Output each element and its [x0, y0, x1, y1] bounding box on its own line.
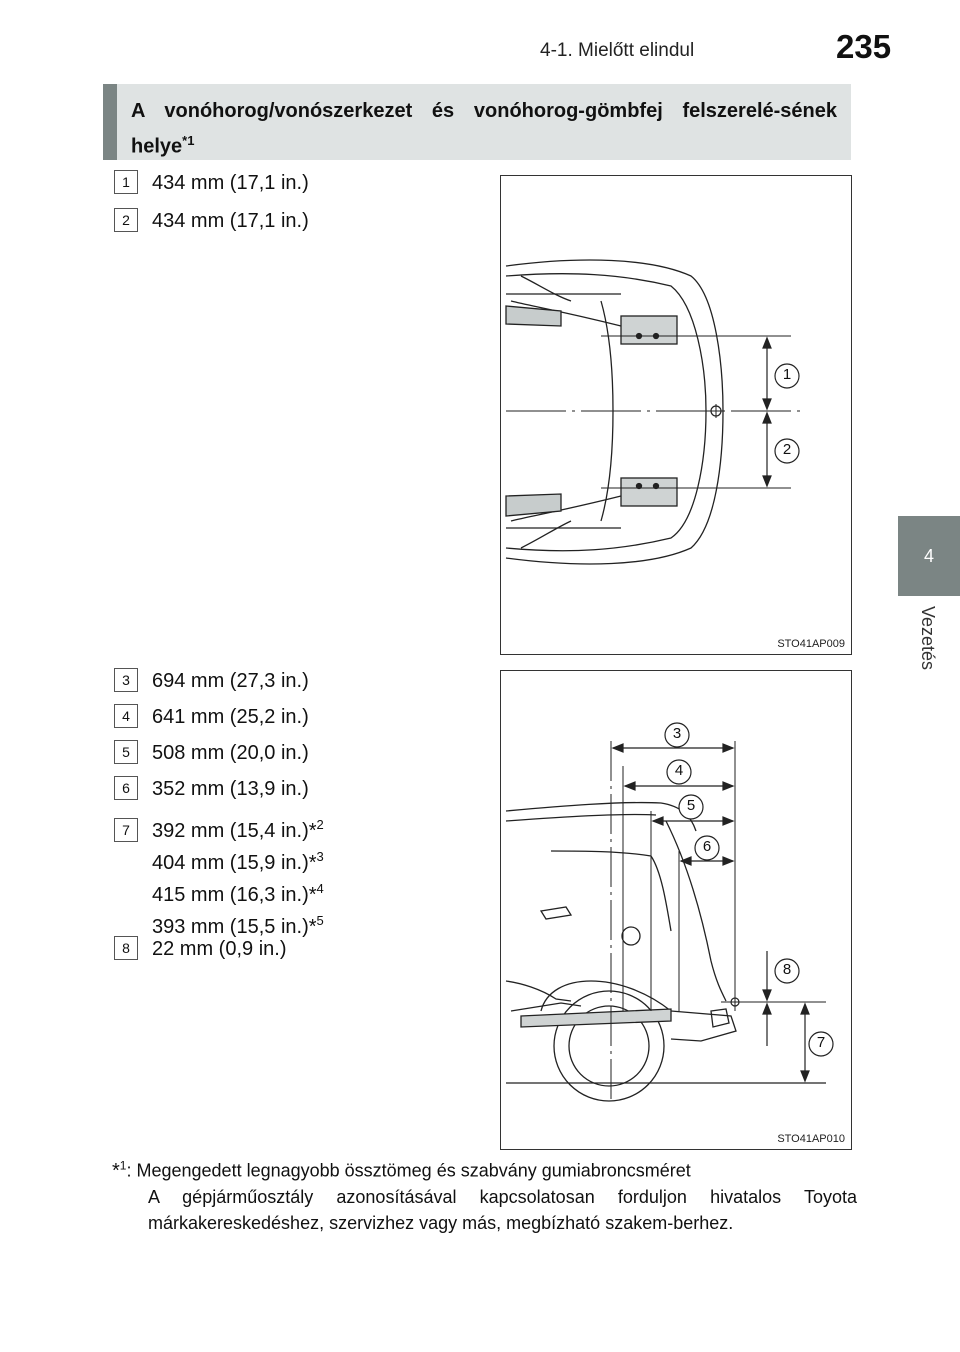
spec-number: 7 — [114, 818, 138, 842]
footnote: *1: Megengedett legnagyobb össztömeg és … — [112, 1152, 857, 1236]
section-title: A vonóhorog/vonószerkezet és vonóhorog-g… — [131, 96, 837, 162]
header-section-title: 4-1. Mielőtt elindul — [540, 40, 695, 61]
spec-value: 404 mm (15,9 in.) — [152, 852, 309, 874]
spec-value: 508 mm (20,0 in.) — [152, 742, 309, 764]
spec-value: 434 mm (17,1 in.) — [152, 210, 309, 232]
footnote-body: A gépjárműosztály azonosításával kapcsol… — [148, 1186, 857, 1233]
section-title-box: A vonóhorog/vonószerkezet és vonóhorog-g… — [103, 84, 851, 160]
spec-footnote-ref: 5 — [316, 913, 324, 928]
callout-label: 5 — [686, 797, 696, 814]
spec-number: 3 — [114, 668, 138, 692]
spec-item: 1 434 mm (17,1 in.) — [114, 170, 309, 196]
spec-value: 641 mm (25,2 in.) — [152, 706, 309, 728]
spec-item: 5 508 mm (20,0 in.) — [114, 740, 309, 766]
asterisk-icon: * — [308, 852, 317, 874]
chapter-tab: 4 — [898, 516, 960, 596]
callout-label: 3 — [672, 725, 682, 742]
spec-item: 4 641 mm (25,2 in.) — [114, 704, 309, 730]
asterisk-icon: * — [308, 916, 317, 938]
spec-footnote-ref: 4 — [316, 881, 324, 896]
spec-number: 6 — [114, 776, 138, 800]
spec-number: 8 — [114, 936, 138, 960]
figure-code: STO41AP009 — [777, 638, 845, 650]
spec-footnote-ref: 3 — [316, 849, 324, 864]
footnote-marker: *1 — [112, 1158, 127, 1182]
section-title-footnote-ref: *1 — [182, 133, 195, 148]
spec-value: 392 mm (15,4 in.) — [152, 820, 309, 842]
car-side-view-drawing — [505, 722, 834, 1102]
figure-top-view: 1 2 STO41AP009 — [500, 175, 852, 655]
spec-item: 2 434 mm (17,1 in.) — [114, 208, 309, 234]
asterisk-icon: * — [308, 820, 317, 842]
spec-number: 4 — [114, 704, 138, 728]
spec-number: 2 — [114, 208, 138, 232]
callout-label: 1 — [782, 366, 792, 383]
callout-circles — [774, 363, 800, 464]
page-number: 235 — [836, 28, 892, 65]
spec-item: 3 694 mm (27,3 in.) — [114, 668, 309, 694]
callout-circles — [664, 722, 834, 1057]
figure-side-view: 3 4 5 6 8 7 STO41AP010 — [500, 670, 852, 1150]
spec-value: 415 mm (16,3 in.) — [152, 884, 309, 906]
spec-value: 434 mm (17,1 in.) — [152, 172, 309, 194]
callout-label: 7 — [816, 1034, 826, 1051]
asterisk-icon: * — [308, 884, 317, 906]
spec-value: 22 mm (0,9 in.) — [152, 938, 287, 960]
callout-label: 4 — [674, 762, 684, 779]
spec-value: 694 mm (27,3 in.) — [152, 670, 309, 692]
section-title-text: A vonóhorog/vonószerkezet és vonóhorog-g… — [131, 100, 837, 158]
callout-label: 6 — [702, 838, 712, 855]
spec-item: 8 22 mm (0,9 in.) — [114, 936, 286, 962]
car-top-view-drawing — [505, 259, 806, 565]
chapter-number: 4 — [923, 546, 934, 566]
callout-label: 2 — [782, 441, 792, 458]
footnote-first-line: : Megengedett legnagyobb össztömeg és sz… — [126, 1160, 691, 1181]
spec-value: 393 mm (15,5 in.) — [152, 916, 309, 938]
chapter-title: Vezetés — [918, 606, 938, 671]
spec-footnote-ref: 2 — [316, 817, 324, 832]
figure-code: STO41AP010 — [777, 1133, 845, 1145]
spec-number: 1 — [114, 170, 138, 194]
chapter-label-wrap: Vezetés — [898, 596, 960, 696]
spec-value: 352 mm (13,9 in.) — [152, 778, 309, 800]
spec-number: 5 — [114, 740, 138, 764]
spec-item: 6 352 mm (13,9 in.) — [114, 776, 309, 802]
callout-label: 8 — [782, 961, 792, 978]
